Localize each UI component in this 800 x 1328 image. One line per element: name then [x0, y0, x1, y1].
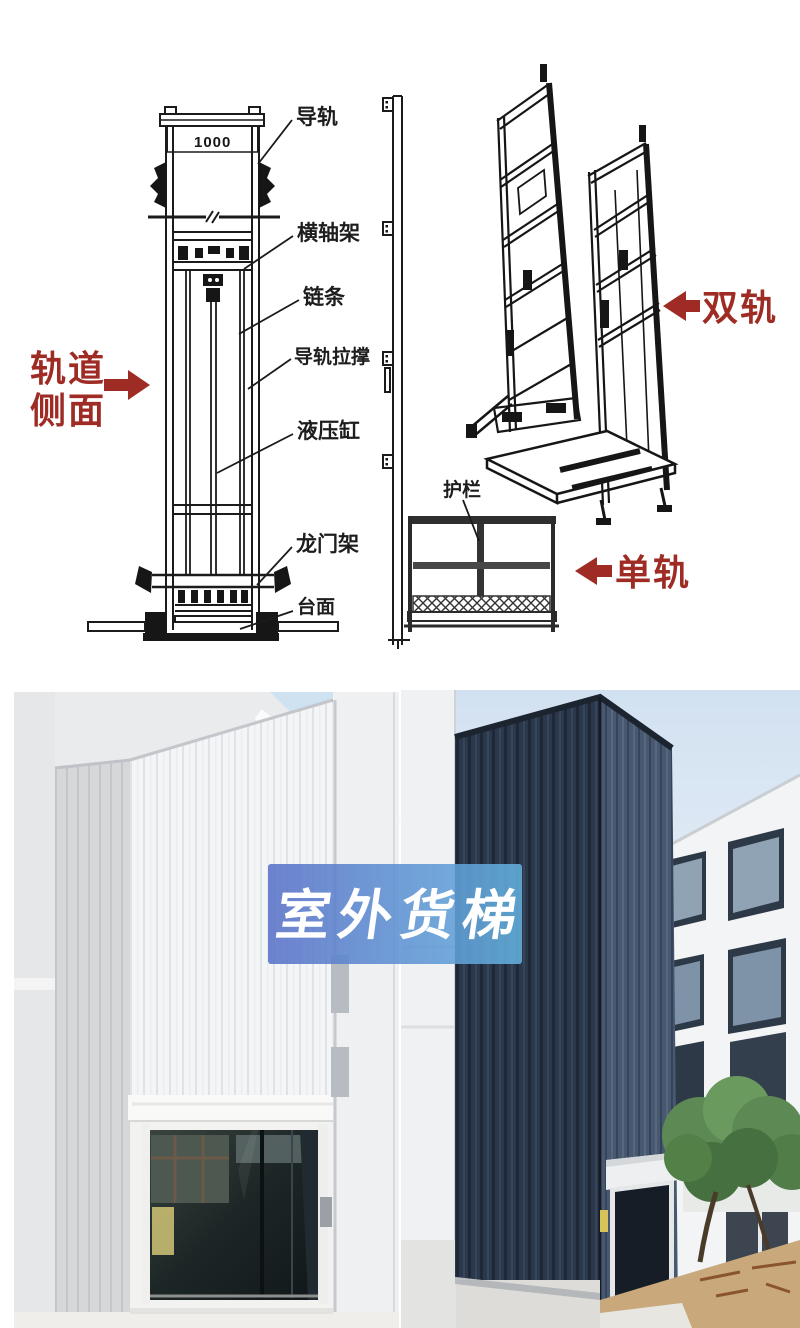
label-chain: 链条	[303, 285, 346, 309]
double-rail-drawing	[466, 64, 679, 525]
callout-track-side: 轨道 侧面	[30, 348, 150, 431]
navy-tower-front-face	[455, 697, 600, 1293]
wall-slot-window	[331, 1047, 349, 1097]
title-banner: 室外货梯	[268, 864, 529, 964]
callout-track-side-line2: 侧面	[30, 390, 106, 431]
photos: 室外货梯	[14, 690, 800, 1328]
label-rail-brace: 导轨拉撑	[294, 345, 370, 368]
photo-white-elevator	[14, 692, 403, 1328]
ground-debris	[699, 1260, 797, 1298]
diagram-section: 1000 导轨 横轴架 链条 导轨拉撑 液压缸 龙门架 台面 护栏 轨道 侧面 …	[30, 64, 778, 649]
tower-side-face	[55, 760, 130, 1328]
trees	[662, 1076, 800, 1263]
guard-rail-drawing	[404, 516, 559, 632]
call-box	[320, 1197, 332, 1227]
label-guide-rail: 导轨	[296, 105, 338, 129]
tower-front-face	[130, 700, 333, 1098]
wall-slot-window	[331, 955, 349, 1013]
dimension-label: 1000	[194, 134, 231, 151]
photo-navy-elevator	[401, 690, 800, 1328]
label-cross-shaft-frame: 横轴架	[297, 221, 360, 245]
callout-single-rail: 单轨	[575, 552, 691, 593]
side-view-drawing	[87, 106, 339, 641]
arrow-left-icon	[663, 291, 700, 321]
roller-shutter-door	[600, 1152, 679, 1304]
label-hydraulic-cylinder: 液压缸	[297, 419, 360, 443]
rail-mounting-tabs	[382, 97, 394, 469]
callout-double-rail: 双轨	[663, 287, 778, 328]
callout-track-side-line1: 轨道	[30, 348, 106, 389]
door-notice-sign	[152, 1207, 174, 1255]
label-gantry-frame: 龙门架	[296, 532, 359, 556]
label-guard-rail: 护栏	[443, 478, 481, 501]
arrow-left-icon	[575, 557, 612, 585]
warning-sticker	[600, 1210, 608, 1232]
callout-double-rail-text: 双轨	[702, 287, 778, 328]
leader-lines	[216, 119, 480, 630]
callout-single-rail-text: 单轨	[615, 552, 691, 593]
door-cornice	[128, 1095, 342, 1121]
near-wall	[401, 690, 456, 1328]
banner-title: 室外货梯	[272, 886, 528, 946]
rail-profile-drawing	[382, 95, 410, 649]
label-platform: 台面	[297, 595, 335, 618]
arrow-right-icon	[104, 370, 150, 400]
ground-dirt	[600, 1240, 800, 1328]
